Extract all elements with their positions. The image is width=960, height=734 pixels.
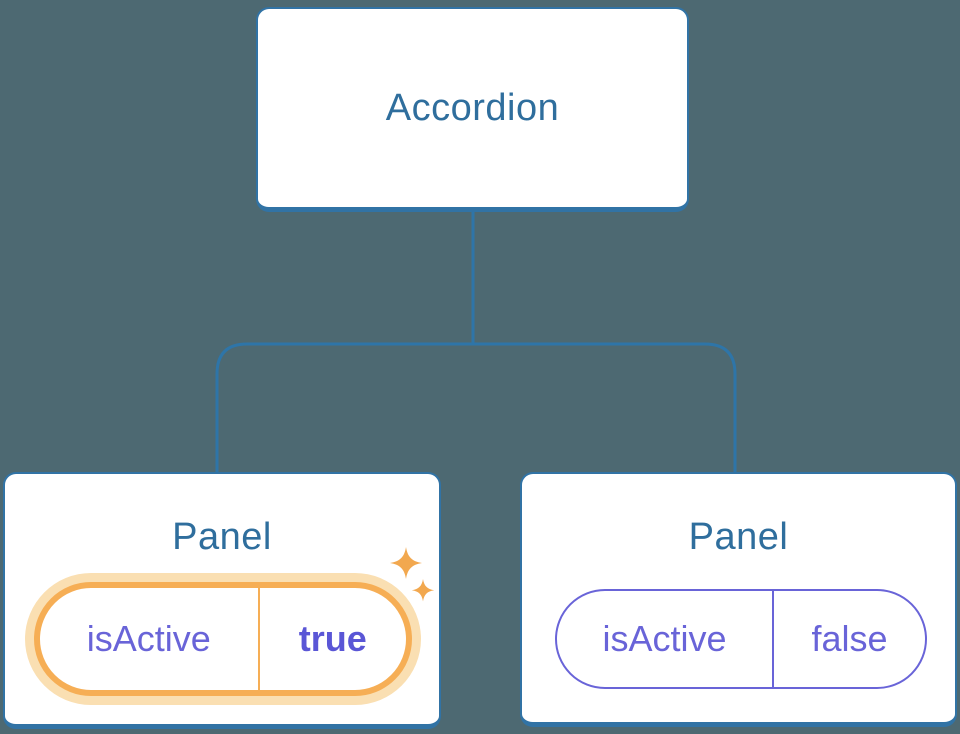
state-key: isActive xyxy=(557,591,775,687)
state-key: isActive xyxy=(40,588,260,690)
state-value: false xyxy=(811,618,888,659)
panel-node-inactive: Panel isActive false xyxy=(520,472,957,727)
panel-node-label: Panel xyxy=(688,516,789,558)
state-value: true xyxy=(298,618,367,659)
state-pill-inactive: isActive false xyxy=(555,589,927,689)
panel-node-label: Panel xyxy=(172,516,272,558)
sparkle-star-small xyxy=(411,579,435,602)
accordion-node-label: Accordion xyxy=(385,86,560,129)
sparkles-icon xyxy=(390,547,435,602)
panel-node-active: Panel isActive true xyxy=(3,472,441,729)
state-pill-active: isActive true xyxy=(34,582,412,696)
accordion-node: Accordion xyxy=(256,7,689,212)
sparkle-star-large xyxy=(390,547,422,579)
